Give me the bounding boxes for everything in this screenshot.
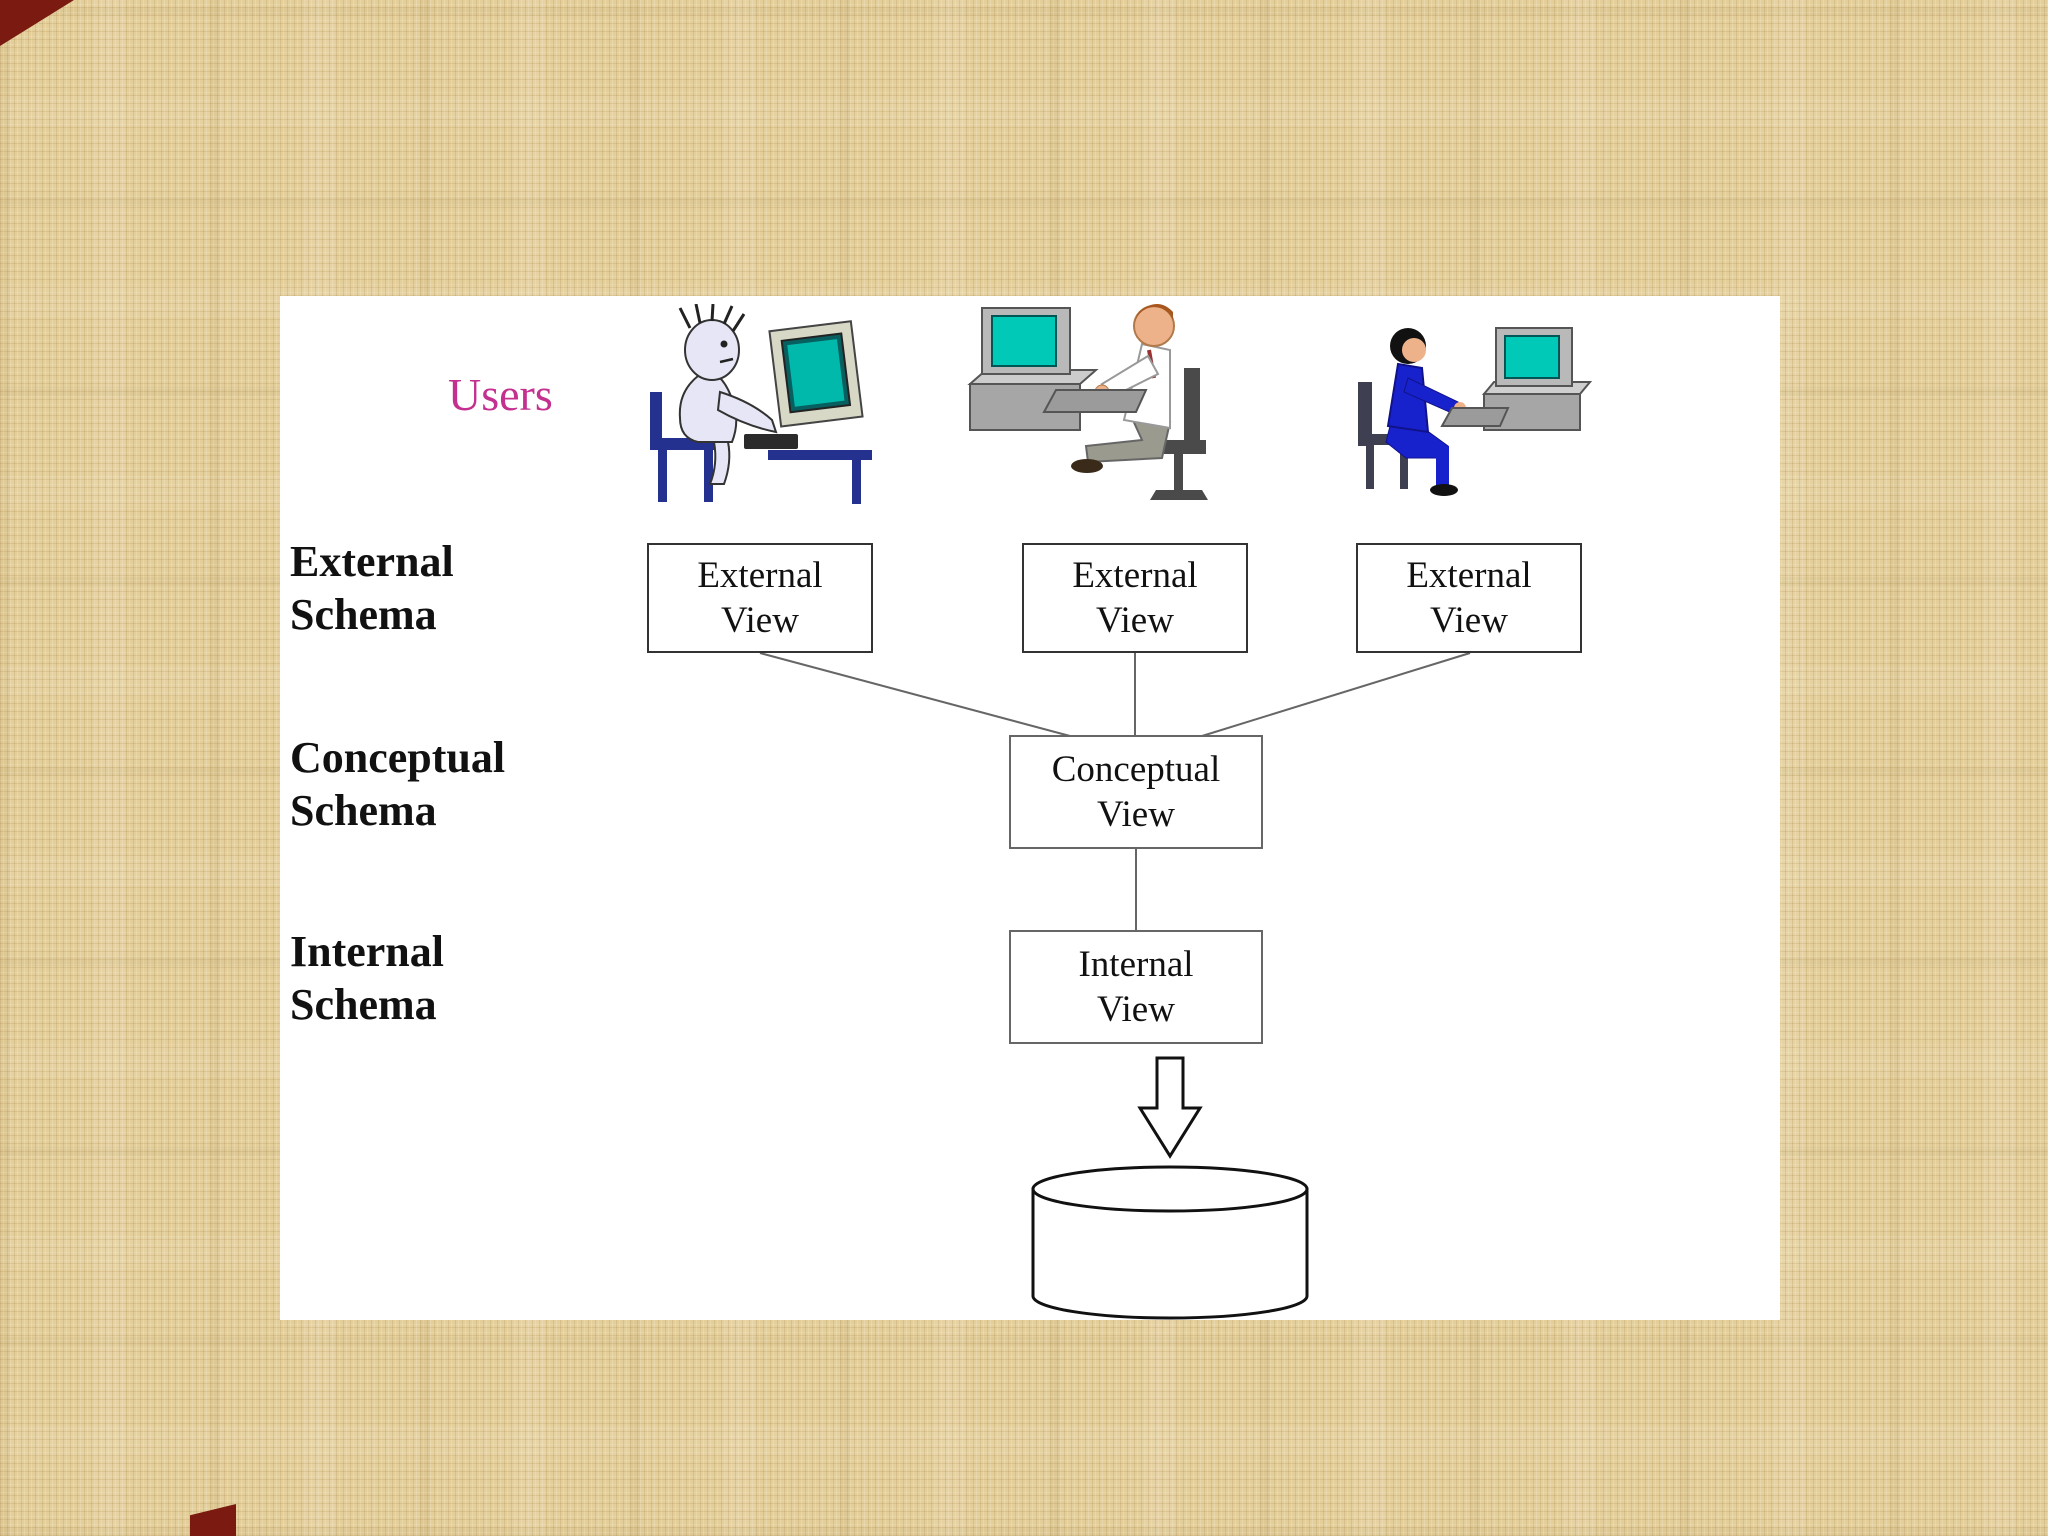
external-view-2-line2: View	[1096, 600, 1174, 641]
user-clipart-1	[620, 304, 880, 512]
conceptual-schema-line2: Schema	[290, 785, 437, 835]
person-at-computer-3-icon	[1358, 327, 1593, 496]
conceptual-schema-line1: Conceptual	[290, 733, 506, 782]
external-view-box-2: External View	[1022, 543, 1248, 653]
external-view-box-3: External View	[1356, 543, 1582, 653]
user-clipart-2	[956, 298, 1228, 506]
corner-accent-bottom-left	[190, 1504, 236, 1536]
external-schema-line2: Schema	[290, 589, 437, 639]
internal-view-box: Internal View	[1009, 930, 1263, 1044]
conceptual-view-box: Conceptual View	[1009, 735, 1263, 849]
line-external3-to-conceptual	[1201, 652, 1471, 737]
internal-view-line1: Internal	[1078, 943, 1194, 985]
internal-schema-line2: Schema	[290, 979, 437, 1029]
external-schema-line1: External	[290, 537, 454, 586]
external-view-2-line1: External	[1072, 554, 1198, 596]
internal-schema-label: Internal Schema	[290, 926, 444, 1032]
person-at-computer-1-icon	[650, 304, 872, 504]
diagram-panel: Users	[280, 296, 1780, 1320]
conceptual-schema-label: Conceptual Schema	[290, 732, 505, 838]
external-view-1-line1: External	[697, 554, 823, 596]
external-view-box-1: External View	[647, 543, 873, 653]
line-external1-to-conceptual	[759, 652, 1071, 737]
conceptual-view-line1: Conceptual	[1051, 748, 1221, 790]
external-view-3-line1: External	[1406, 554, 1532, 596]
user-clipart-3	[1348, 320, 1596, 502]
external-view-3-line2: View	[1430, 600, 1508, 641]
internal-view-line2: View	[1097, 989, 1175, 1030]
database-cylinder-top	[1031, 1165, 1309, 1213]
conceptual-view-line2: View	[1097, 794, 1175, 835]
users-label: Users	[448, 369, 553, 420]
database-cylinder-body	[1031, 1187, 1309, 1320]
corner-accent-top-left	[0, 0, 74, 46]
external-view-1-line2: View	[721, 600, 799, 641]
external-schema-label: External Schema	[290, 536, 454, 642]
down-arrow-icon	[1137, 1056, 1203, 1159]
internal-schema-line1: Internal	[290, 927, 444, 976]
person-at-computer-2-icon	[967, 304, 1208, 500]
